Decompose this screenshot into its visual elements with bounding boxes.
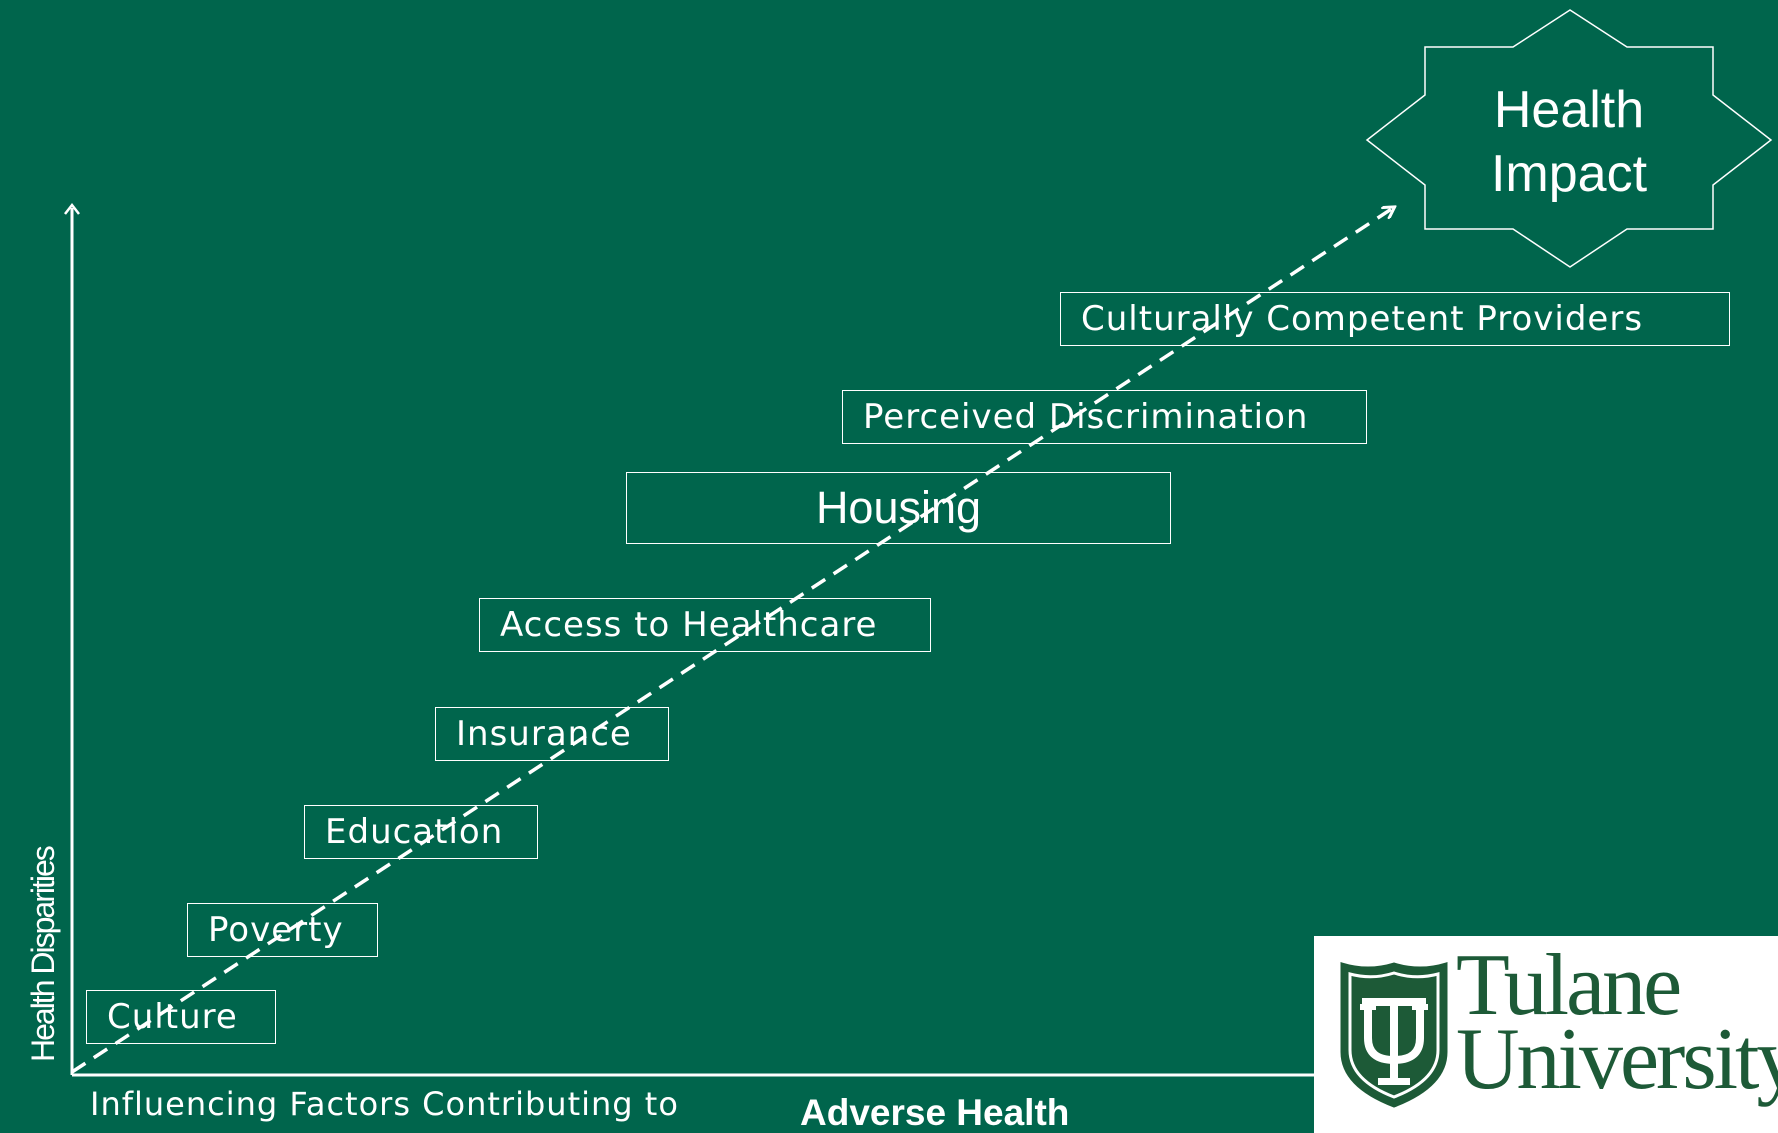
tulane-logo: Tulane University [1314,936,1778,1133]
factor-box-education: Education [304,805,538,859]
factor-label: Housing [815,482,982,533]
factor-label: Culturally Competent Providers [1081,299,1644,339]
factor-box-poverty: Poverty [187,903,378,957]
x-axis-label-bold: Adverse Health [800,1092,1070,1133]
factor-box-perceived-discrimination: Perceived Discrimination [842,390,1367,444]
logo-word-university: University [1456,1011,1778,1108]
factor-label: Education [325,812,504,852]
factor-box-access-to-healthcare: Access to Healthcare [479,598,931,652]
factor-box-culture: Culture [86,990,276,1044]
health-impact-line2: Impact [1490,145,1648,203]
health-impact-star [1365,9,1773,268]
health-impact-line1: Health [1493,81,1645,139]
factor-label: Access to Healthcare [500,605,878,645]
factor-box-housing: Housing [626,472,1171,544]
factor-box-culturally-competent-providers: Culturally Competent Providers [1060,292,1730,346]
shield-icon [1340,961,1448,1108]
y-axis-arrowhead [64,202,80,215]
trend-arrow [71,208,1393,1074]
x-axis-label: Influencing Factors Contributing to [90,1085,679,1123]
logo-word-tulane: Tulane [1456,937,1682,1034]
factor-label: Poverty [208,910,344,950]
factor-box-insurance: Insurance [435,707,669,761]
y-axis-label: Health Disparities [25,847,61,1062]
factor-label: Insurance [456,714,632,754]
factor-label: Perceived Discrimination [863,397,1309,437]
health-impact-label: Health Impact [1424,78,1714,206]
factor-label: Culture [107,997,238,1037]
